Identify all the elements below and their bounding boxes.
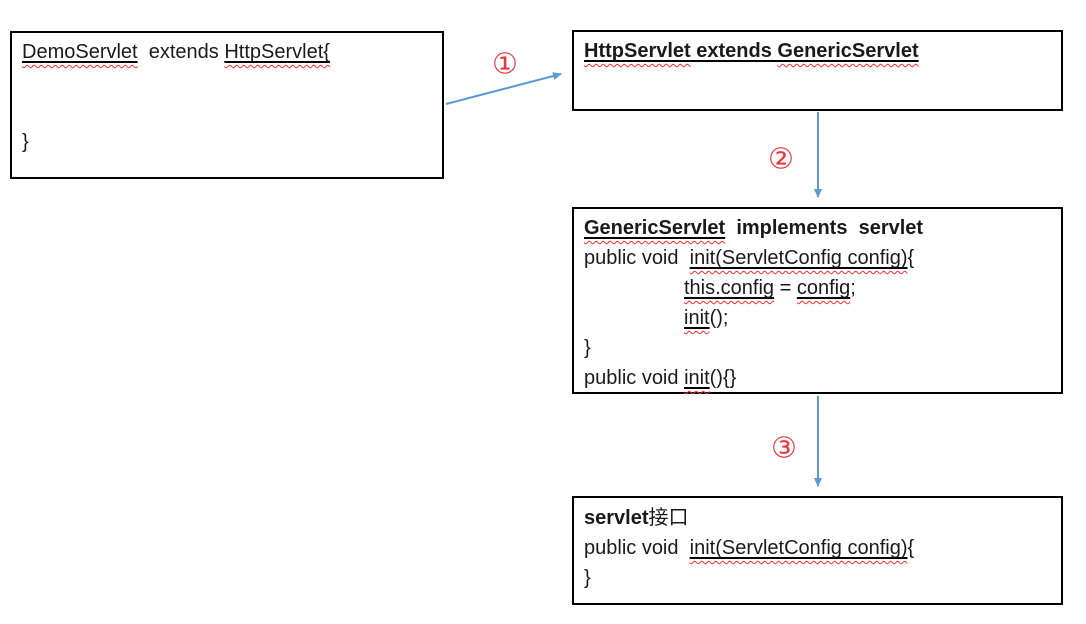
- step-1-badge: ①: [492, 46, 518, 81]
- code-line: [22, 97, 432, 127]
- demoservlet-box: DemoServlet extends HttpServlet{ }: [10, 31, 444, 179]
- code-line: }: [584, 337, 591, 359]
- code-line: DemoServlet extends HttpServlet{: [22, 41, 330, 63]
- code-line: this.config = config;: [684, 277, 856, 299]
- code-line: init();: [684, 307, 729, 329]
- code-line: }: [584, 567, 591, 589]
- httpservlet-box: HttpServlet extends GenericServlet: [572, 30, 1063, 111]
- code-line: servlet接口: [584, 505, 689, 529]
- step-2-badge: ②: [768, 141, 794, 176]
- code-line: public void init(ServletConfig config){: [584, 537, 915, 559]
- code-line: public void init(ServletConfig config){: [584, 247, 915, 269]
- genericservlet-box: GenericServlet implements servlet public …: [572, 207, 1063, 394]
- servlet-interface-box: servlet接口 public void init(ServletConfig …: [572, 496, 1063, 605]
- step-3-badge: ③: [771, 430, 797, 465]
- code-line: [22, 67, 432, 97]
- code-line: }: [22, 131, 29, 153]
- code-line: GenericServlet implements servlet: [584, 217, 924, 239]
- arrow-1-demoservlet-to-httpservlet: [445, 72, 562, 105]
- code-line: HttpServlet extends GenericServlet: [584, 40, 919, 62]
- code-line: public void init(){}: [584, 367, 737, 389]
